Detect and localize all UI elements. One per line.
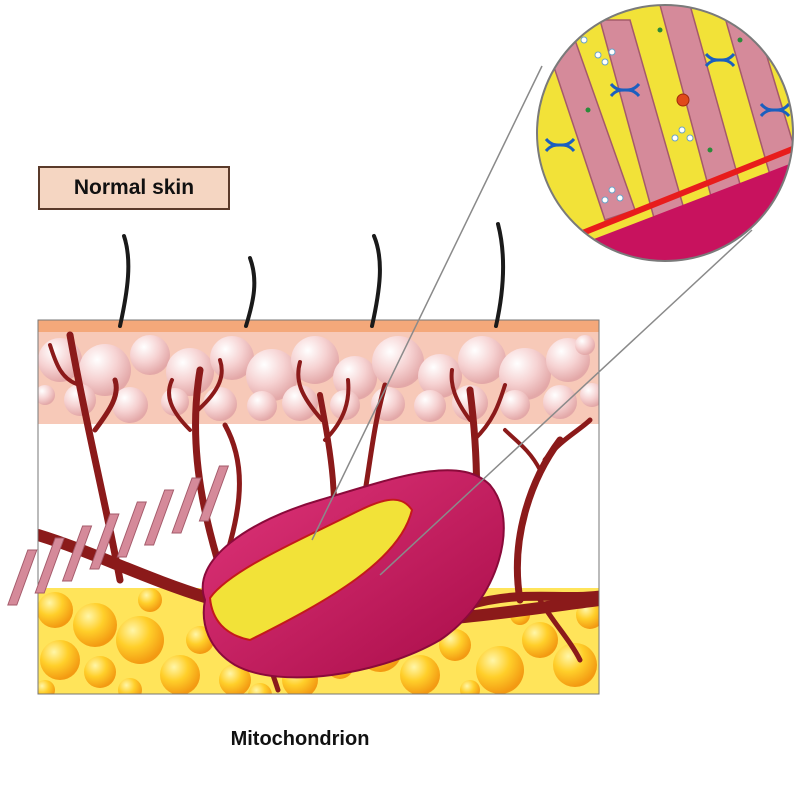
- epidermis-cell: [500, 390, 530, 420]
- fat-globule: [118, 678, 142, 694]
- fat-globule: [439, 629, 471, 661]
- fat-globule: [460, 680, 480, 694]
- epidermis-cell: [246, 349, 298, 401]
- hair-2: [244, 256, 257, 328]
- zoom-circle-border: [536, 4, 794, 262]
- fat-globule: [73, 603, 117, 647]
- crista: [143, 489, 175, 546]
- dna-icon: [704, 52, 736, 68]
- epidermis-cell: [247, 391, 277, 421]
- fat-globule: [40, 640, 80, 680]
- granule-icon: [601, 196, 609, 204]
- hair-4: [494, 222, 506, 328]
- skin-border: [37, 319, 600, 695]
- hair-3: [370, 234, 382, 328]
- crista: [34, 537, 65, 594]
- granule-icon: [585, 107, 591, 113]
- crista: [61, 525, 93, 582]
- granule-icon: [580, 36, 588, 44]
- granule-icon: [608, 186, 616, 194]
- fat-globule: [400, 655, 440, 694]
- crista: [89, 513, 120, 570]
- diagram-caption: Mitochondrion: [230, 728, 370, 750]
- crista: [171, 477, 202, 534]
- fat-globule: [522, 622, 558, 658]
- granule-icon: [737, 37, 743, 43]
- granule-icon: [601, 58, 609, 66]
- epidermis-cell: [112, 387, 148, 423]
- granule-icon: [657, 27, 663, 33]
- epidermis-cell: [418, 354, 462, 398]
- epidermis-cell: [166, 348, 214, 396]
- zoom-crista: [719, 5, 793, 211]
- dna-icon: [544, 137, 576, 153]
- crista: [198, 465, 230, 522]
- epidermis-cell: [458, 336, 506, 384]
- fat-globule: [84, 656, 116, 688]
- fat-globule: [38, 592, 73, 628]
- ribosome-icon: [676, 93, 690, 107]
- fat-globule: [553, 643, 597, 687]
- normal-skin-label: Normal skin: [38, 166, 230, 210]
- granule-icon: [594, 51, 602, 59]
- hairs: [118, 222, 506, 328]
- fat-globule: [219, 664, 251, 694]
- granule-icon: [671, 134, 679, 142]
- zoom-lines: [311, 65, 753, 576]
- epidermis-cell: [130, 335, 170, 375]
- dna-icon: [759, 102, 791, 118]
- granule-icon: [616, 194, 624, 202]
- epidermis-cell: [333, 356, 377, 400]
- fat-globule: [248, 683, 272, 694]
- mitochondrion: [7, 465, 505, 679]
- granule-icon: [686, 134, 694, 142]
- dna-icon: [609, 82, 641, 98]
- mitochondrion-inner-cut: [208, 498, 414, 642]
- granule-icon: [678, 126, 686, 134]
- epidermis-cell: [38, 385, 55, 405]
- granule-icon: [608, 48, 616, 56]
- fat-globule: [476, 646, 524, 694]
- zoom-matrix-details: [544, 27, 791, 204]
- stratum-corneum: [38, 320, 599, 332]
- fat-globule: [138, 588, 162, 612]
- epidermis-cell: [580, 383, 599, 407]
- epidermis-cell: [203, 387, 237, 421]
- epidermis-cell: [499, 348, 551, 400]
- crista: [116, 501, 147, 558]
- zoom-circle: [536, 4, 794, 262]
- epidermis-cell: [543, 385, 577, 419]
- hair-1: [118, 234, 131, 328]
- crista: [7, 549, 38, 606]
- epidermis-cell: [575, 335, 595, 355]
- epidermis-cell: [414, 390, 446, 422]
- mitochondrion-cristae: [7, 465, 230, 606]
- granule-icon: [707, 147, 713, 153]
- epidermis-cell: [291, 336, 339, 384]
- fat-globule: [116, 616, 164, 664]
- fat-globule: [160, 655, 200, 694]
- epidermis-cell: [282, 385, 318, 421]
- fat-globule: [38, 680, 55, 694]
